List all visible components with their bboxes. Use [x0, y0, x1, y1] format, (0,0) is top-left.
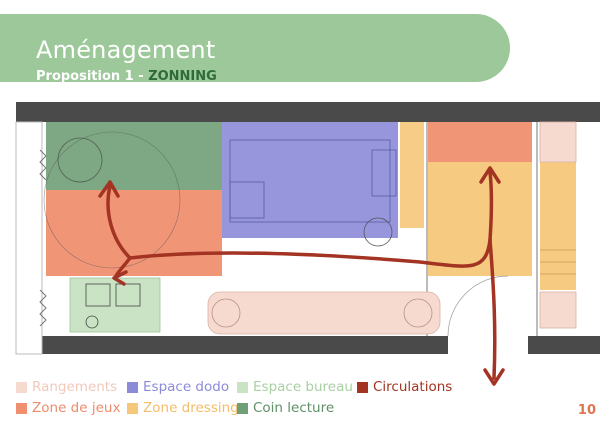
desk-lamp	[85, 315, 99, 329]
arrowhead-dressing	[479, 166, 501, 184]
zone-rangements-bench	[207, 291, 441, 335]
bed-cushion	[371, 149, 397, 197]
title-banner: Aménagement Proposition 1 - ZONNING	[0, 14, 510, 84]
zone-espace-bureau	[69, 277, 161, 333]
zone-espace-dodo	[222, 122, 398, 238]
legend-label: Espace dodo	[143, 379, 230, 395]
zone-dressing-strip	[400, 122, 424, 228]
legend-label: Circulations	[373, 379, 453, 395]
bottom-wall-left	[40, 336, 448, 354]
zone-dressing-right	[540, 162, 576, 290]
stool-left	[211, 298, 241, 328]
bottom-wall-right	[528, 336, 600, 354]
arrowhead-jeux	[112, 270, 128, 286]
legend-swatch	[237, 402, 248, 414]
legend-rangements: Rangements	[16, 379, 117, 395]
circulation-to-door	[488, 238, 497, 380]
subtitle-prefix: Proposition 1 -	[36, 69, 149, 84]
legend-zone-dressing: Zone dressing	[127, 400, 239, 416]
zone-de-jeux	[46, 190, 222, 276]
armchair	[57, 137, 103, 183]
legend-label: Espace bureau	[253, 379, 353, 395]
page-subtitle: Proposition 1 - ZONNING	[36, 69, 217, 84]
page-title: Aménagement	[36, 36, 216, 64]
zone-dressing	[428, 162, 532, 276]
legend-swatch	[357, 381, 368, 393]
page-number: 10	[577, 403, 596, 418]
stool-right	[403, 298, 433, 328]
legend-label: Rangements	[32, 379, 118, 395]
legend-swatch	[127, 381, 138, 393]
zone-coin-lecture	[46, 122, 222, 190]
pouf	[363, 217, 393, 247]
radiator-top	[39, 149, 47, 181]
top-wall	[16, 102, 600, 122]
circulation-to-dressing	[488, 170, 494, 242]
legend-swatch	[127, 402, 138, 414]
partition-wall	[426, 122, 428, 336]
bed-pillow	[229, 181, 265, 219]
subtitle-accent: ZONNING	[148, 69, 217, 84]
play-rug	[43, 131, 181, 269]
desk-chair-2	[115, 283, 141, 307]
legend-zone-de-jeux: Zone de jeux	[16, 400, 120, 416]
legend-coin-lecture: Coin lecture	[237, 400, 334, 416]
desk-chair-1	[85, 283, 111, 307]
arrowhead-door	[483, 368, 505, 386]
legend-circulations: Circulations	[357, 379, 452, 395]
legend-espace-bureau: Espace bureau	[237, 379, 353, 395]
zone-rangements-bottom	[539, 291, 577, 329]
left-window	[15, 121, 43, 355]
circulation-to-lecture	[106, 184, 132, 260]
legend-swatch	[16, 381, 27, 393]
arrowhead-lecture	[98, 180, 120, 198]
door-swing	[447, 275, 509, 337]
bed	[229, 139, 391, 223]
circulation-main	[128, 238, 492, 268]
legend-label: Zone dressing	[143, 400, 239, 416]
legend-swatch	[16, 402, 27, 414]
legend-swatch	[237, 381, 248, 393]
zone-rangements-top	[539, 121, 577, 163]
legend-label: Zone de jeux	[32, 400, 121, 416]
partition-wall-2	[536, 122, 538, 336]
radiator-bottom	[39, 289, 47, 327]
legend-label: Coin lecture	[253, 400, 335, 416]
legend-espace-dodo: Espace dodo	[127, 379, 229, 395]
dressing-top-jeux	[428, 122, 532, 162]
